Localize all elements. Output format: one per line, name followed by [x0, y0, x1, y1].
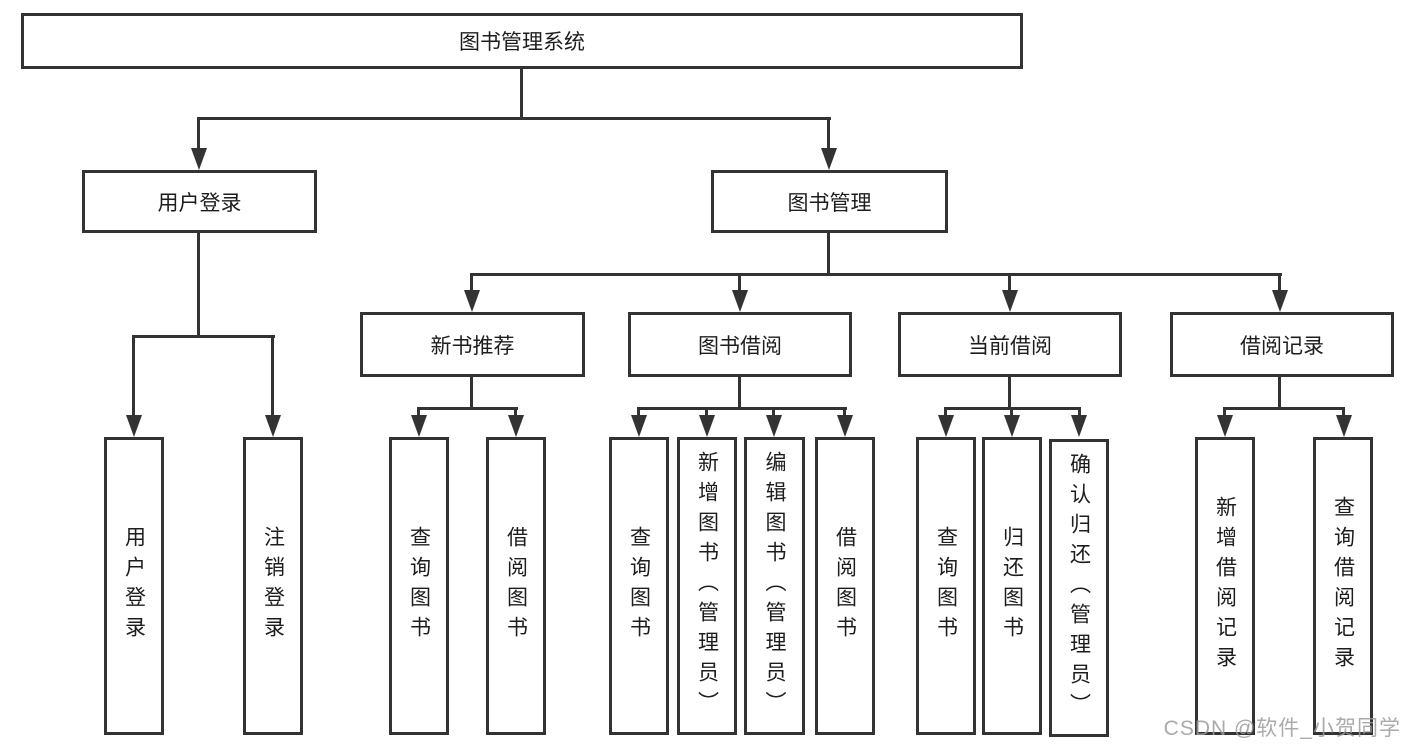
- node-library-system: 图书管理系统: [21, 13, 1023, 69]
- leaf-confirm-return-admin: 确认归还（管理员）: [1049, 439, 1109, 737]
- leaf-edit-books-admin: 编辑图书（管理员）: [744, 437, 805, 735]
- connector-line: [132, 335, 275, 338]
- arrowhead-down-icon: [631, 415, 647, 437]
- arrowhead-down-icon: [411, 415, 427, 437]
- node-label: 新书推荐: [430, 334, 515, 358]
- arrowhead-down-icon: [464, 290, 480, 312]
- connector-line: [827, 117, 830, 148]
- node-label: 用户登录: [157, 191, 242, 215]
- connector-line: [843, 407, 846, 417]
- arrowhead-down-icon: [265, 415, 281, 437]
- connector-line: [132, 335, 135, 415]
- leaf-add-borrow-record: 新增借阅记录: [1195, 437, 1255, 735]
- node-label: 归还图书: [1000, 526, 1024, 646]
- arrowhead-down-icon: [837, 415, 853, 437]
- connector-line: [827, 233, 830, 273]
- connector-line: [1010, 407, 1013, 417]
- node-label: 借阅图书: [504, 526, 528, 646]
- connector-line: [197, 233, 200, 335]
- connector-line: [417, 407, 420, 417]
- leaf-query-borrow-record: 查询借阅记录: [1313, 437, 1373, 735]
- node-label: 借阅记录: [1240, 334, 1324, 358]
- node-new-book-recommend: 新书推荐: [360, 312, 585, 377]
- connector-line: [1008, 377, 1011, 407]
- connector-line: [738, 377, 741, 407]
- node-label: 查询借阅记录: [1331, 496, 1355, 676]
- arrowhead-down-icon: [1217, 415, 1233, 437]
- leaf-query-books-borrow: 查询图书: [609, 437, 669, 735]
- connector-line: [470, 273, 1282, 276]
- connector-line: [197, 117, 200, 148]
- node-label: 用户登录: [122, 526, 146, 646]
- connector-line: [197, 117, 831, 120]
- node-borrow-records: 借阅记录: [1170, 312, 1394, 377]
- leaf-borrow-books-borrow: 借阅图书: [815, 437, 875, 735]
- connector-line: [1223, 407, 1345, 410]
- node-label: 新增图书（管理员）: [695, 451, 719, 721]
- node-label: 图书借阅: [698, 334, 782, 358]
- csdn-watermark: CSDN @软件_小贺同学: [1163, 717, 1401, 740]
- connector-line: [637, 407, 847, 410]
- leaf-user-login: 用户登录: [104, 437, 164, 735]
- node-label: 查询图书: [627, 526, 651, 646]
- arrowhead-down-icon: [1004, 415, 1020, 437]
- connector-line: [470, 377, 473, 407]
- arrowhead-down-icon: [191, 148, 207, 170]
- connector-line: [944, 407, 947, 417]
- connector-line: [637, 407, 640, 417]
- node-label: 图书管理: [787, 191, 872, 215]
- leaf-borrow-books-recommend: 借阅图书: [486, 437, 546, 735]
- connector-line: [738, 273, 741, 290]
- node-book-borrow: 图书借阅: [628, 312, 852, 377]
- connector-line: [520, 69, 523, 117]
- arrowhead-down-icon: [508, 415, 524, 437]
- connector-line: [1008, 273, 1011, 290]
- node-label: 编辑图书（管理员）: [763, 451, 786, 721]
- connector-line: [1223, 407, 1226, 417]
- leaf-add-books-admin: 新增图书（管理员）: [677, 437, 737, 735]
- connector-line: [1342, 407, 1345, 417]
- arrowhead-down-icon: [766, 415, 782, 437]
- node-label: 确认归还（管理员）: [1067, 453, 1091, 723]
- node-label: 当前借阅: [968, 334, 1052, 358]
- arrowhead-down-icon: [1336, 415, 1352, 437]
- node-current-borrow: 当前借阅: [898, 312, 1122, 377]
- leaf-query-books-recommend: 查询图书: [389, 437, 449, 735]
- arrowhead-down-icon: [1071, 415, 1087, 437]
- leaf-logout-login: 注销登录: [243, 437, 303, 735]
- connector-line: [271, 335, 274, 415]
- node-user-login: 用户登录: [82, 170, 317, 233]
- node-label: 查询图书: [407, 526, 431, 646]
- arrowhead-down-icon: [821, 148, 837, 170]
- connector-line: [1078, 407, 1081, 417]
- node-label: 图书管理系统: [459, 31, 585, 54]
- connector-line: [417, 407, 518, 410]
- leaf-return-books: 归还图书: [982, 437, 1042, 735]
- connector-line: [705, 407, 708, 417]
- node-label: 注销登录: [261, 526, 285, 646]
- node-label: 借阅图书: [833, 526, 857, 646]
- arrowhead-down-icon: [699, 415, 715, 437]
- connector-line: [470, 273, 473, 290]
- arrowhead-down-icon: [732, 290, 748, 312]
- leaf-query-books-current: 查询图书: [916, 437, 976, 735]
- node-book-management: 图书管理: [711, 170, 948, 233]
- arrowhead-down-icon: [938, 415, 954, 437]
- connector-line: [1278, 273, 1281, 290]
- node-label: 新增借阅记录: [1213, 496, 1237, 676]
- connector-line: [772, 407, 775, 417]
- node-label: 查询图书: [934, 526, 958, 646]
- arrowhead-down-icon: [1272, 290, 1288, 312]
- arrowhead-down-icon: [1002, 290, 1018, 312]
- connector-line: [514, 407, 517, 417]
- connector-line: [1278, 377, 1281, 407]
- arrowhead-down-icon: [126, 415, 142, 437]
